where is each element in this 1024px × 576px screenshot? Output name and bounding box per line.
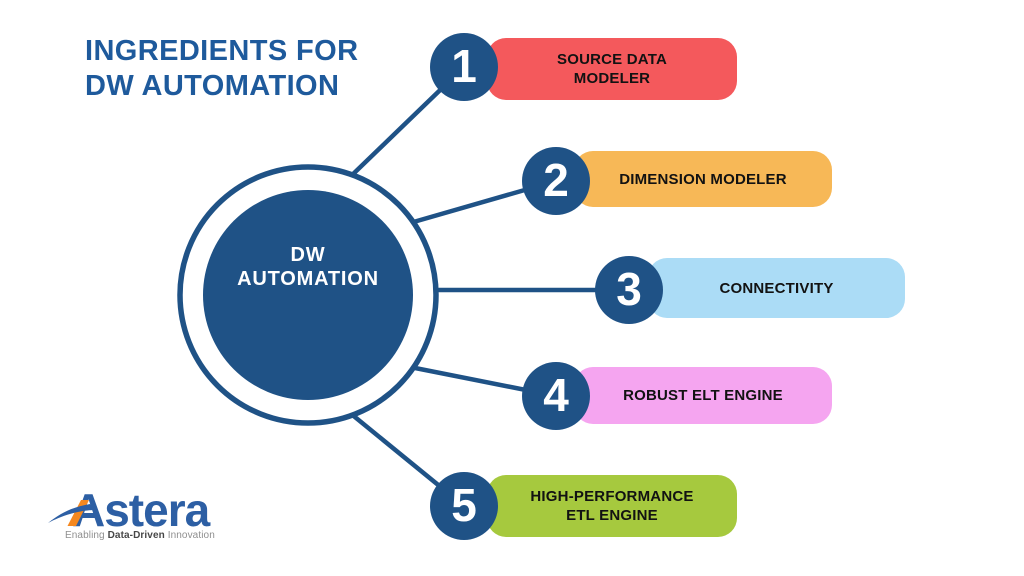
page-title: INGREDIENTS FOR DW AUTOMATION <box>85 34 358 104</box>
item-bar-robust-elt-engine: ROBUST ELT ENGINE <box>574 367 832 424</box>
item-bar-source-data-modeler: SOURCE DATA MODELER <box>487 38 737 100</box>
item-number-badge-1: 1 <box>430 33 498 101</box>
item-number: 3 <box>616 263 642 315</box>
page-title-line1: INGREDIENTS FOR <box>85 35 359 67</box>
page-title-line2: DW AUTOMATION <box>85 70 340 102</box>
tagline-emphasis: Data-Driven <box>107 530 165 541</box>
astera-logo-swoosh <box>48 504 96 523</box>
astera-logo: Astera Enabling Data-Driven Innovation <box>48 480 238 546</box>
item-bar-dimension-modeler: DIMENSION MODELER <box>574 151 832 207</box>
center-inner-circle <box>203 190 413 400</box>
item-bar-high-performance-etl-engine: HIGH-PERFORMANCE ETL ENGINE <box>487 475 737 537</box>
center-circle-label-line2: AUTOMATION <box>237 268 379 290</box>
item-label: ROBUST ELT ENGINE <box>623 387 783 404</box>
item-label: CONNECTIVITY <box>719 279 834 297</box>
item-label: SOURCE DATA MODELER <box>557 51 667 87</box>
tagline-suffix: Innovation <box>164 530 215 541</box>
item-number: 4 <box>543 369 569 421</box>
item-number: 2 <box>543 154 569 206</box>
item-number: 1 <box>451 40 477 92</box>
astera-logo-tagline: Enabling Data-Driven Innovation <box>65 530 215 541</box>
center-circle-label: DW AUTOMATION <box>198 243 418 291</box>
item-bar-connectivity: CONNECTIVITY <box>648 258 905 318</box>
item-number-badge-3: 3 <box>595 256 663 324</box>
item-number-badge-4: 4 <box>522 362 590 430</box>
tagline-prefix: Enabling <box>65 530 108 541</box>
center-circle-label-line1: DW <box>290 244 326 266</box>
item-number: 5 <box>451 479 477 531</box>
item-number-badge-2: 2 <box>522 147 590 215</box>
item-label: DIMENSION MODELER <box>619 170 787 188</box>
astera-logo-mark: Astera <box>48 484 212 536</box>
item-label: HIGH-PERFORMANCE ETL ENGINE <box>530 488 694 524</box>
item-number-badge-5: 5 <box>430 472 498 540</box>
